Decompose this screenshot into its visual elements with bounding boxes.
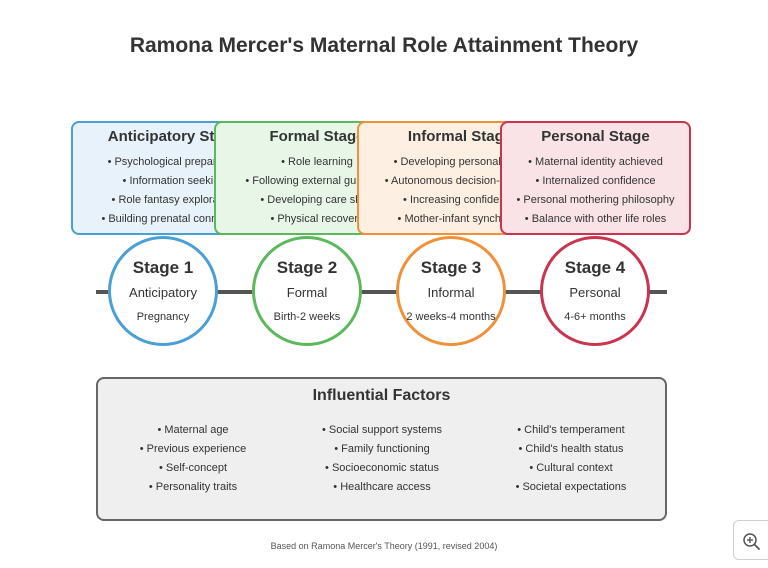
factors-column-3: • Child's temperament • Child's health s…: [476, 421, 666, 497]
zoom-in-icon: [743, 533, 760, 550]
list-item: • Role fantasy exploration: [111, 194, 237, 206]
list-item: • Increasing confidence: [403, 194, 517, 206]
list-item: • Internalized confidence: [535, 175, 656, 187]
list-item: • Building prenatal connection: [101, 213, 247, 225]
stage-circle-subtitle: Formal: [286, 285, 328, 300]
influential-factors-box: Influential Factors • Maternal age • Pre…: [96, 377, 667, 521]
list-item: • Developing care skills: [260, 194, 374, 206]
stage-circle-title: Stage 4: [564, 258, 626, 277]
list-item: • Maternal identity achieved: [528, 156, 663, 168]
stage-circle-title: Stage 2: [276, 258, 338, 277]
stage-box-list: • Developing personal style • Autonomous…: [359, 153, 561, 229]
source-footnote: Based on Ramona Mercer's Theory (1991, r…: [270, 541, 498, 551]
list-item: • Balance with other life roles: [524, 213, 667, 225]
stage-box-list: • Maternal identity achieved • Internali…: [502, 153, 689, 229]
list-item: • Following external guidance: [245, 175, 389, 187]
stage-box-list: • Role learning • Following external gui…: [216, 153, 418, 229]
list-item: • Autonomous decision-making: [384, 175, 536, 187]
list-item: • Physical recovery: [270, 213, 364, 225]
zoom-in-button[interactable]: [733, 520, 768, 560]
stage-circle-timeframe: Birth-2 weeks: [273, 311, 341, 323]
stage-box-title: Anticipatory Stage: [107, 128, 241, 145]
stage-box-title: Formal Stage: [269, 128, 365, 145]
stage-circle-subtitle: Personal: [569, 285, 621, 300]
list-item: • Child's temperament: [517, 424, 625, 436]
list-item: • Role learning: [281, 156, 353, 168]
list-item: • Maternal age: [157, 424, 229, 436]
diagram-title: Ramona Mercer's Maternal Role Attainment…: [129, 34, 639, 57]
list-item: • Societal expectations: [515, 481, 627, 493]
list-item: • Personality traits: [148, 481, 238, 493]
stage-circle-timeframe: 4-6+ months: [564, 311, 626, 323]
stage-circle-1: Stage 1 Anticipatory Pregnancy: [108, 236, 218, 346]
stage-box-personal: Personal Stage • Maternal identity achie…: [500, 121, 691, 235]
list-item: • Mother-infant synchrony: [397, 213, 523, 225]
list-item: • Family functioning: [334, 443, 430, 455]
list-item: • Information seeking: [122, 175, 226, 187]
list-item: • Socioeconomic status: [325, 462, 439, 474]
list-item: • Child's health status: [518, 443, 624, 455]
list-item: • Healthcare access: [333, 481, 431, 493]
stage-circle-subtitle: Anticipatory: [129, 285, 197, 300]
list-item: • Cultural context: [529, 462, 613, 474]
factors-title: Influential Factors: [312, 387, 451, 404]
list-item: • Self-concept: [158, 462, 228, 474]
stage-box-title: Informal Stage: [407, 128, 513, 145]
stage-circle-3: Stage 3 Informal 2 weeks-4 months: [396, 236, 506, 346]
list-item: • Social support systems: [321, 424, 442, 436]
stage-circle-2: Stage 2 Formal Birth-2 weeks: [252, 236, 362, 346]
stage-box-title: Personal Stage: [541, 128, 650, 145]
stage-box-list: • Psychological preparation • Informatio…: [73, 153, 275, 229]
stage-circle-title: Stage 3: [420, 258, 482, 277]
timeline-line: [96, 290, 667, 294]
factors-column-1: • Maternal age • Previous experience • S…: [98, 421, 288, 497]
stage-circle-4: Stage 4 Personal 4-6+ months: [540, 236, 650, 346]
list-item: • Psychological preparation: [107, 156, 241, 168]
stage-circle-timeframe: Pregnancy: [136, 311, 190, 323]
list-item: • Developing personal style: [393, 156, 527, 168]
factors-column-2: • Social support systems • Family functi…: [287, 421, 477, 497]
list-item: • Previous experience: [139, 443, 247, 455]
stage-circle-timeframe: 2 weeks-4 months: [406, 311, 496, 323]
stage-circle-subtitle: Informal: [427, 285, 475, 300]
list-item: • Personal mothering philosophy: [516, 194, 675, 206]
stage-circle-title: Stage 1: [132, 258, 194, 277]
